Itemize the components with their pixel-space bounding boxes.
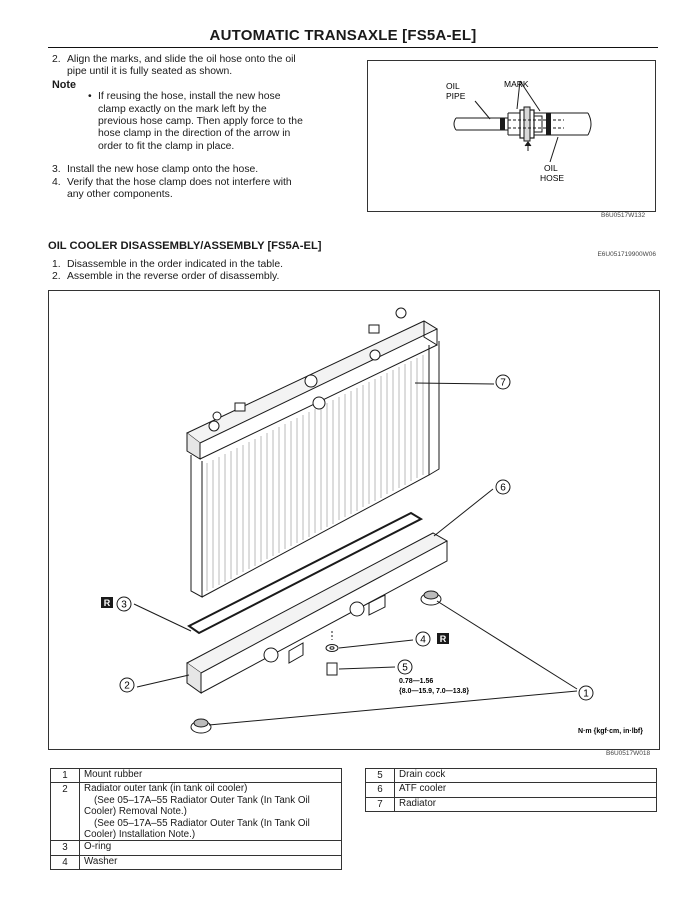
part-number: 3 xyxy=(50,840,80,856)
section-step-2: 2. Assemble in the reverse order of disas… xyxy=(52,271,283,283)
hose-clamp-figure: OIL PIPE MARK OIL HOSE xyxy=(367,60,656,212)
step-4: 4. Verify that the hose clamp does not in… xyxy=(52,177,352,189)
callout-4: 4 xyxy=(420,635,426,646)
section-steps: 1. Disassemble in the order indicated in … xyxy=(52,259,283,284)
figure-1-code: B6U0517W132 xyxy=(601,212,646,219)
torque-line-2: {8.0—15.9, 7.0—13.8} xyxy=(399,688,469,695)
note-line-5: order to fit the clamp in place. xyxy=(98,140,235,152)
note-line-4: hose clamp in the direction of the arrow… xyxy=(98,128,291,140)
note-line-1: If reusing the hose, install the new hos… xyxy=(98,91,281,103)
figure-2-code: B6U0517W018 xyxy=(606,750,651,757)
part-number: 6 xyxy=(365,782,395,798)
section-step-1: 1. Disassemble in the order indicated in … xyxy=(52,259,283,271)
step-4-text-line1: Verify that the hose clamp does not inte… xyxy=(67,176,292,188)
callout-5: 5 xyxy=(402,663,408,674)
note-bullet: • xyxy=(88,91,92,103)
section-code: E6U051719900W06 xyxy=(597,251,656,258)
part-line: (See 05–17A–55 Radiator Outer Tank (In T… xyxy=(94,817,310,829)
part-name: Mount rubber xyxy=(79,767,342,784)
step-4-text-line2: any other components. xyxy=(67,189,173,201)
part-line: Cooler) Installation Note.) xyxy=(84,829,196,841)
note-line-3: previous hose camp. Then apply force to … xyxy=(98,116,303,128)
table-row: 2 Radiator outer tank (in tank oil coole… xyxy=(50,782,342,842)
table-row: 6 ATF cooler xyxy=(365,782,657,798)
part-number: 5 xyxy=(365,767,395,784)
step-2-number: 2. xyxy=(52,54,61,65)
part-name: ATF cooler xyxy=(394,782,657,798)
step-2: 2. Align the marks, and slide the oil hos… xyxy=(52,54,352,66)
fig1-label-oil: OIL xyxy=(446,81,460,91)
fig1-label-oil-hose-1: OIL xyxy=(544,163,558,173)
table-row: 7 Radiator xyxy=(365,796,657,813)
part-name: Drain cock xyxy=(394,767,657,784)
step-3: 3. Install the new hose clamp onto the ho… xyxy=(52,164,352,176)
section-step-1-number: 1. xyxy=(52,259,61,270)
callout-6: 6 xyxy=(500,483,506,494)
fig1-label-pipe: PIPE xyxy=(446,91,466,101)
part-number: 7 xyxy=(365,796,395,813)
torque-units: N·m {kgf·cm, in·lbf} xyxy=(578,728,643,735)
fig1-label-oil-hose-2: HOSE xyxy=(540,173,564,183)
part-line: Cooler) Removal Note.) xyxy=(84,806,187,818)
part-number: 4 xyxy=(50,854,80,871)
step-3-number: 3. xyxy=(52,164,61,176)
table-row: 1 Mount rubber xyxy=(50,767,342,784)
part-name: Radiator xyxy=(394,796,657,813)
torque-line-1: 0.78—1.56 xyxy=(399,678,433,685)
step-2-text-line1: Align the marks, and slide the oil hose … xyxy=(67,54,296,65)
step-3-text: Install the new hose clamp onto the hose… xyxy=(67,164,259,176)
callout-1: 1 xyxy=(583,689,589,700)
part-number: 2 xyxy=(50,782,80,842)
table-row: 4 Washer xyxy=(50,854,342,871)
install-steps: 2. Align the marks, and slide the oil hos… xyxy=(52,54,352,201)
r-badge-oring: R xyxy=(104,598,111,608)
section-heading: OIL COOLER DISASSEMBLY/ASSEMBLY [FS5A-EL… xyxy=(48,240,322,252)
parts-table-right: 5 Drain cock 6 ATF cooler 7 Radiator xyxy=(365,767,657,813)
part-name: Washer xyxy=(79,854,342,871)
callout-2: 2 xyxy=(124,681,130,692)
fig1-label-mark: MARK xyxy=(504,79,529,89)
hose-clamp-illustration: OIL PIPE MARK OIL HOSE xyxy=(446,79,592,183)
r-badge-washer: R xyxy=(440,634,447,644)
radiator-exploded-figure: 7 6 3 2 4 5 1 R R 0.78—1.56 {8.0—15.9, 7… xyxy=(48,290,660,750)
note-line-2: clamp exactly on the mark left by the xyxy=(98,103,267,115)
section-step-2-number: 2. xyxy=(52,271,61,283)
note-title: Note xyxy=(52,78,76,91)
title-rule xyxy=(48,47,658,48)
callout-7: 7 xyxy=(500,378,506,389)
table-row: 5 Drain cock xyxy=(365,767,657,784)
step-4-number: 4. xyxy=(52,176,61,188)
part-line: (See 05–17A–55 Radiator Outer Tank (In T… xyxy=(94,794,310,806)
note-body: • If reusing the hose, install the new h… xyxy=(88,91,352,153)
part-name: O-ring xyxy=(79,840,342,856)
section-step-1-text: Disassemble in the order indicated in th… xyxy=(67,259,284,270)
page-title: AUTOMATIC TRANSAXLE [FS5A-EL] xyxy=(209,27,477,44)
callout-3: 3 xyxy=(121,600,127,611)
section-step-2-text: Assemble in the reverse order of disasse… xyxy=(67,271,280,283)
radiator-exploded-illustration: 7 6 3 2 4 5 1 R R 0.78—1.56 {8.0—15.9, 7… xyxy=(101,307,643,735)
part-description: Radiator outer tank (in tank oil cooler)… xyxy=(79,782,342,842)
part-number: 1 xyxy=(50,767,80,784)
table-row: 3 O-ring xyxy=(50,840,342,856)
step-2-text-line2: pipe until it is fully seated as shown. xyxy=(67,66,233,78)
parts-table-left: 1 Mount rubber 2 Radiator outer tank (in… xyxy=(50,767,342,871)
part-line: Radiator outer tank (in tank oil cooler) xyxy=(84,783,248,795)
